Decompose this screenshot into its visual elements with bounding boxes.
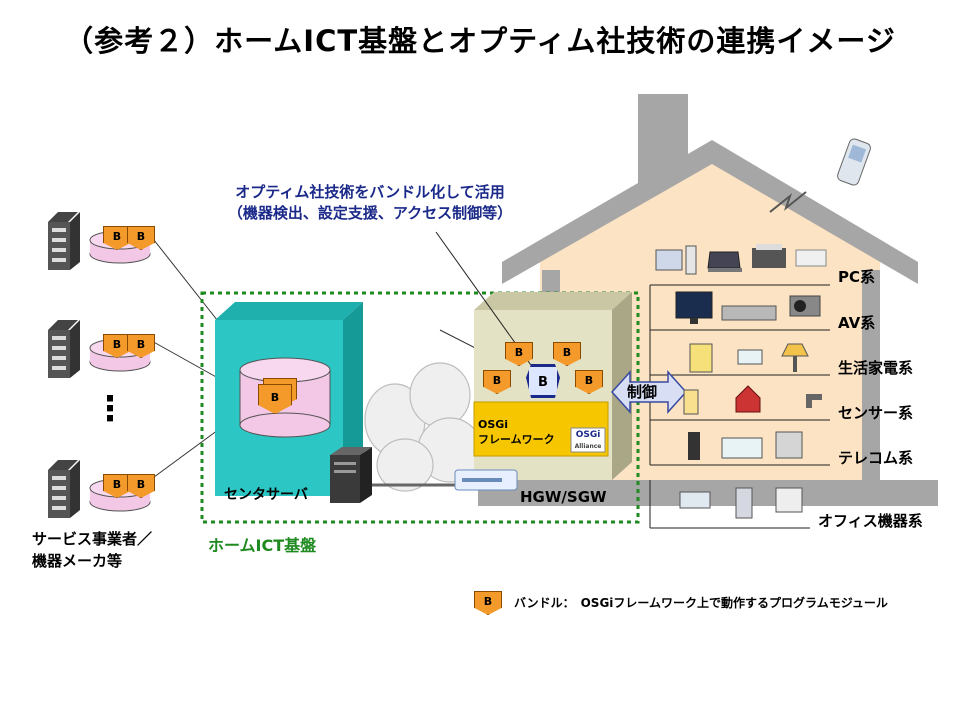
gateway-label: HGW/SGW [520, 488, 607, 506]
category-sensor: センサー系 [838, 404, 914, 422]
appliance-devices-icons [689, 343, 809, 373]
osgi-logo-box [570, 427, 606, 453]
home-ict-boundary [200, 291, 640, 524]
mobile-phone-icon [769, 138, 871, 213]
osgi-framework-line-2: フレームワーク [478, 433, 555, 446]
callout-caption: オプティム社技術をバンドル化して活用 （機器検出、設定支援、アクセス制御等） [190, 182, 550, 224]
provider-label: サービス事業者／ 機器メーカ等 [32, 528, 152, 572]
osgi-logo-subtext: Alliance [574, 443, 602, 450]
pc-devices-icons [655, 244, 827, 275]
osgi-framework-line-1: OSGi [478, 418, 509, 431]
control-arrow-label: 制御 [627, 383, 658, 401]
category-appliance: 生活家電系 [838, 359, 914, 377]
router-icon [454, 469, 518, 491]
center-server-tower-icon [330, 447, 372, 503]
sensor-devices-icons [683, 385, 822, 415]
provider-label-line-1: サービス事業者／ [32, 530, 153, 548]
category-office: オフィス機器系 [818, 512, 923, 530]
more-dots: ⋮ [93, 389, 127, 429]
telecom-devices-icons [688, 431, 803, 460]
category-telecom: テレコム系 [838, 449, 914, 467]
office-devices-icons [679, 487, 803, 519]
highlighted-bundle-icon: B [526, 364, 560, 398]
osgi-logo-text: OSGi [575, 430, 601, 440]
center-server-label: センタサーバ [224, 487, 308, 503]
osgi-framework-label: OSGi フレームワーク [478, 417, 555, 447]
house-chimney [638, 94, 688, 185]
house-wall-right [862, 270, 880, 495]
page-title: （参考２）ホームICT基盤とオプティム社技術の連携イメージ [64, 24, 896, 58]
bundle-icon: B [127, 226, 155, 250]
network-cloud [364, 362, 483, 492]
home-ict-label: ホームICT基盤 [208, 536, 317, 555]
legend-text: バンドル： OSGiフレームワーク上で動作するプログラムモジュール [514, 596, 888, 610]
av-devices-icons [675, 291, 821, 324]
house-wiring [649, 284, 830, 529]
category-pc: PC系 [838, 268, 876, 286]
osgi-logo: OSGi Alliance [573, 430, 603, 452]
callout-line-1: オプティム社技術をバンドル化して活用 [235, 183, 505, 201]
provider-label-line-2: 機器メーカ等 [32, 552, 123, 570]
category-av: AV系 [838, 314, 876, 332]
callout-line-2: （機器検出、設定支援、アクセス制御等） [227, 204, 513, 222]
legend-bundle-icon: B [474, 591, 502, 615]
